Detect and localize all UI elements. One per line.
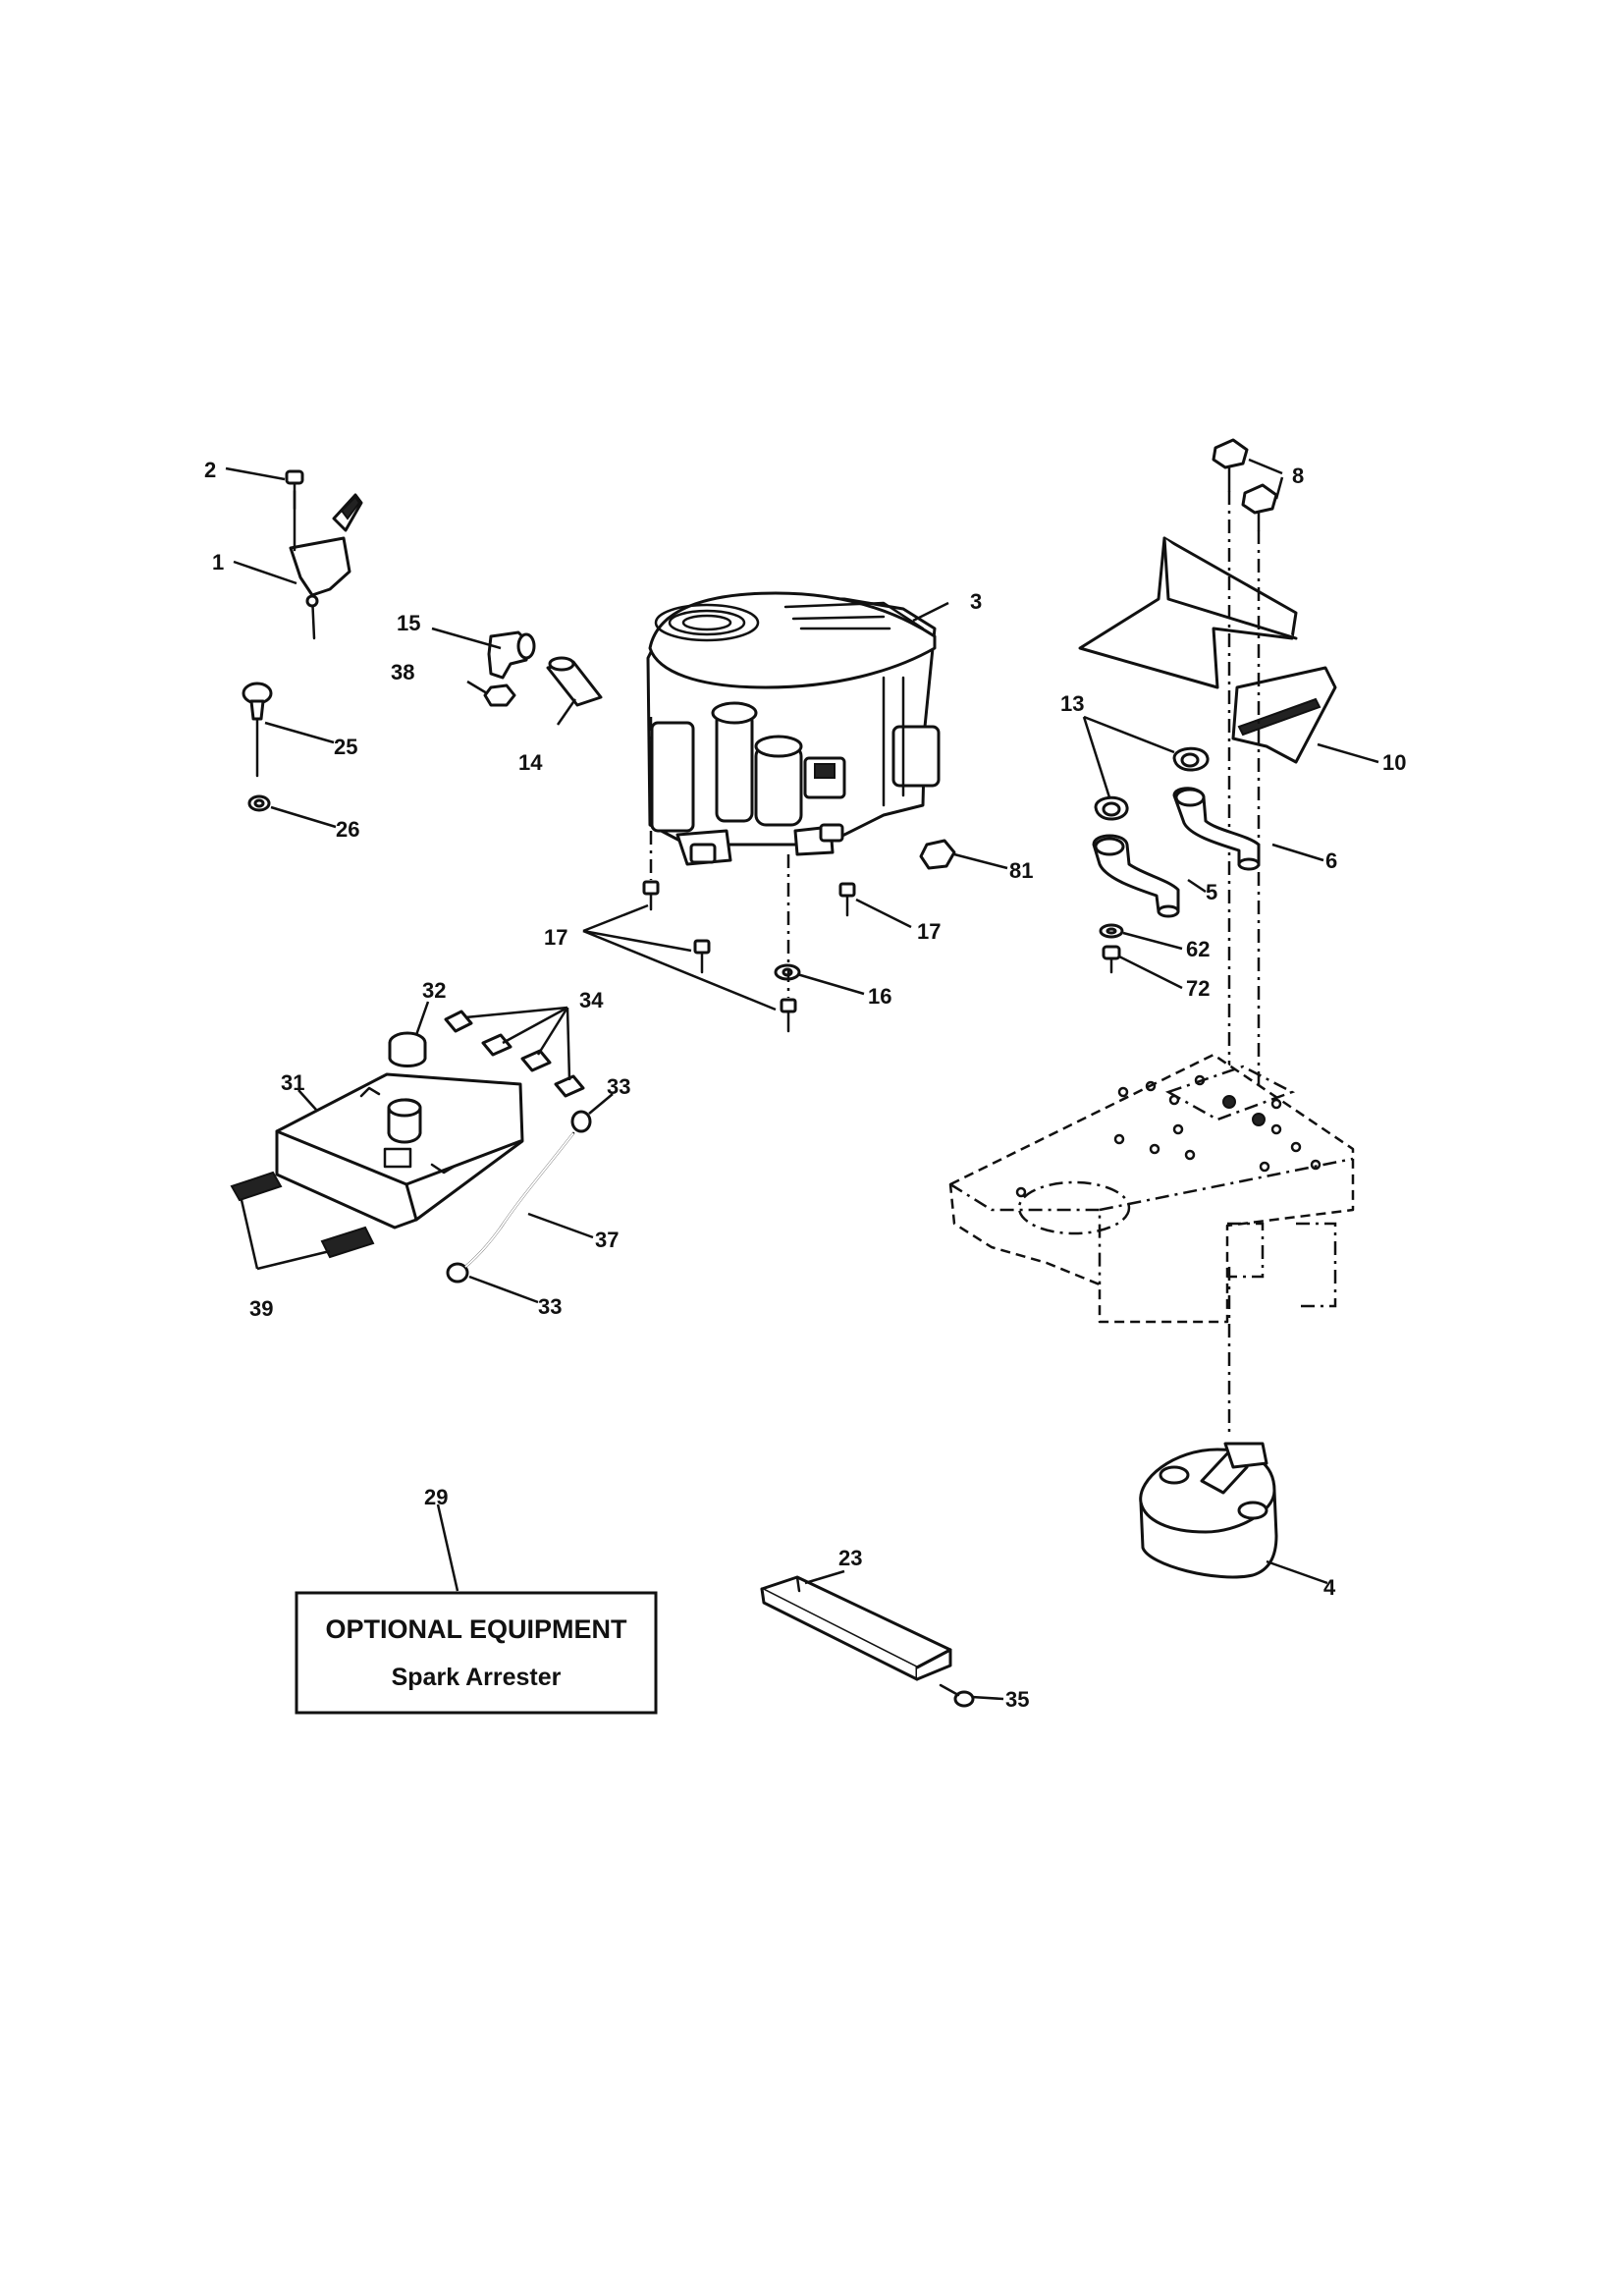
callout-8: 8 bbox=[1292, 464, 1304, 488]
screw-35-part bbox=[939, 1683, 975, 1708]
filter-pad-part bbox=[444, 1010, 585, 1098]
callout-35: 35 bbox=[1005, 1687, 1029, 1712]
screw-72-part bbox=[1102, 945, 1121, 974]
callout-81: 81 bbox=[1009, 858, 1033, 883]
callout-26: 26 bbox=[336, 817, 359, 842]
callout-38: 38 bbox=[391, 660, 414, 684]
callout-23: 23 bbox=[838, 1546, 862, 1570]
callout-62: 62 bbox=[1186, 937, 1210, 961]
optional-equipment-title: OPTIONAL EQUIPMENT bbox=[325, 1614, 627, 1644]
bolt-part bbox=[642, 880, 856, 1033]
callout-17a: 17 bbox=[544, 925, 567, 950]
callout-14: 14 bbox=[518, 750, 543, 775]
elbow-fitting-part bbox=[487, 630, 536, 680]
callout-3: 3 bbox=[970, 589, 982, 614]
exhaust-pipe-part bbox=[1092, 787, 1261, 918]
callout-17b: 17 bbox=[917, 919, 941, 944]
breather-hose-part bbox=[463, 1131, 575, 1269]
spark-arrester-shield-part bbox=[760, 1575, 952, 1681]
exhaust-gasket-part bbox=[1094, 746, 1210, 821]
callout-10: 10 bbox=[1382, 750, 1406, 775]
callout-1: 1 bbox=[212, 550, 224, 574]
optional-equipment-box: OPTIONAL EQUIPMENT Spark Arrester bbox=[295, 1591, 658, 1715]
callout-72: 72 bbox=[1186, 976, 1210, 1001]
choke-knob-part bbox=[242, 682, 273, 778]
callout-37: 37 bbox=[595, 1228, 619, 1252]
callout-5: 5 bbox=[1206, 880, 1217, 904]
heat-shield-part bbox=[1078, 536, 1337, 764]
leader-lines bbox=[225, 458, 1379, 1701]
callout-33b: 33 bbox=[538, 1294, 562, 1319]
engine-part bbox=[646, 591, 941, 866]
callout-29: 29 bbox=[424, 1485, 448, 1509]
callout-labels: 2 1 3 4 5 6 8 10 13 14 15 16 17 17 23 25… bbox=[204, 458, 1406, 1712]
callout-4: 4 bbox=[1323, 1575, 1336, 1600]
callout-15: 15 bbox=[397, 611, 420, 635]
chassis-frame bbox=[948, 1053, 1355, 1324]
filter-knob-part bbox=[388, 1031, 427, 1067]
fuel-hose-part bbox=[546, 656, 603, 707]
optional-equipment-subtitle: Spark Arrester bbox=[392, 1664, 562, 1691]
callout-33a: 33 bbox=[607, 1074, 630, 1099]
nut-part bbox=[483, 683, 516, 707]
air-filter-cover-part bbox=[275, 1072, 524, 1230]
screw-part bbox=[285, 469, 304, 511]
callout-32: 32 bbox=[422, 978, 446, 1003]
callout-13: 13 bbox=[1060, 691, 1084, 716]
callout-2: 2 bbox=[204, 458, 216, 482]
callout-34: 34 bbox=[579, 988, 604, 1012]
callout-25: 25 bbox=[334, 735, 357, 759]
lockwasher-62-part bbox=[1099, 923, 1124, 939]
foam-pad-part bbox=[230, 1171, 375, 1259]
callout-6: 6 bbox=[1325, 848, 1337, 873]
callout-16: 16 bbox=[868, 984, 891, 1009]
callout-31: 31 bbox=[281, 1070, 304, 1095]
washer-part bbox=[247, 794, 271, 812]
shoulder-bolt-part bbox=[1212, 438, 1278, 532]
nut-81-part bbox=[919, 839, 956, 870]
callout-39: 39 bbox=[249, 1296, 273, 1321]
hose-clamp-part bbox=[446, 1110, 592, 1284]
throttle-control-part bbox=[289, 489, 363, 640]
muffler-part bbox=[1139, 1442, 1278, 1579]
